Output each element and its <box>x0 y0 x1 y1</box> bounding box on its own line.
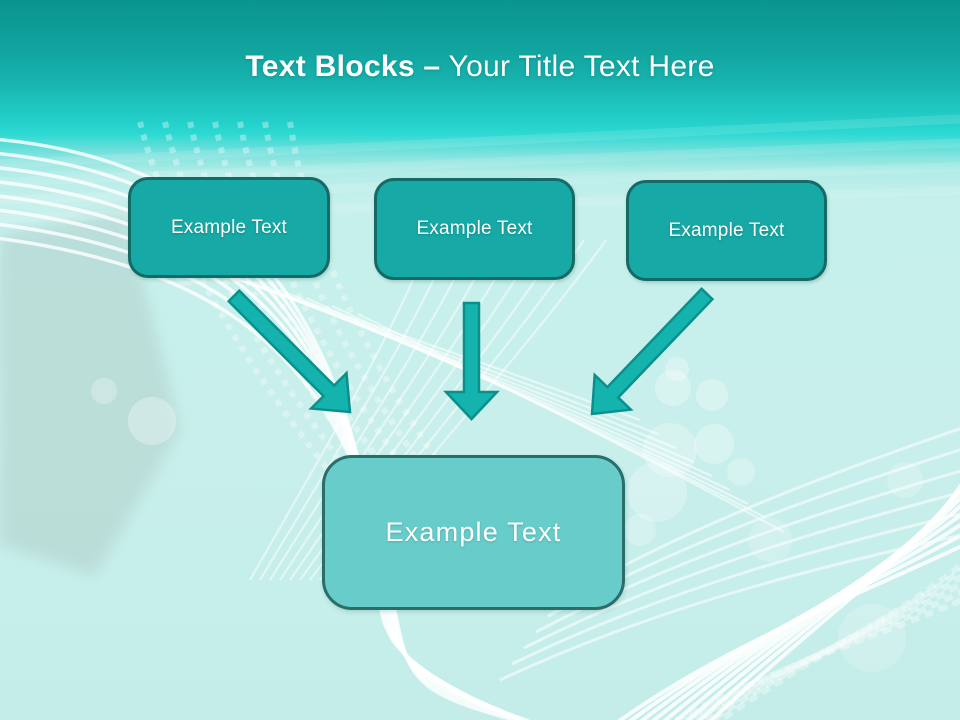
text-block-1-label: Example Text <box>170 216 288 238</box>
bubble-shape <box>655 370 691 406</box>
bubble-shape <box>627 462 687 522</box>
summary-text-block-label: Example Text <box>385 517 562 547</box>
text-block-1: Example Text <box>128 177 330 278</box>
summary-text-block: Example Text <box>322 455 625 610</box>
wave-line <box>685 489 960 720</box>
wave-line <box>357 313 785 533</box>
wave-line <box>511 512 960 666</box>
arrow-down-right-icon <box>226 288 352 414</box>
wave-line <box>279 239 497 581</box>
title-bold-segment: Text Blocks – <box>245 50 441 83</box>
bubble-shape <box>694 424 734 464</box>
wave-line <box>715 561 960 720</box>
bubble-shape <box>748 518 792 562</box>
bubble-shape <box>887 462 923 498</box>
arrow-down-icon <box>443 301 500 421</box>
wave-line <box>697 573 960 720</box>
text-block-3: Example Text <box>626 180 827 281</box>
wave-line <box>249 239 432 581</box>
text-block-3-label: Example Text <box>668 219 785 241</box>
bubble-shape <box>91 378 117 404</box>
wave-line <box>688 581 960 720</box>
bubble-shape <box>665 357 689 381</box>
wave-line <box>697 484 960 720</box>
bubble-shape <box>624 514 656 546</box>
bubble-shape <box>643 423 697 477</box>
wave-line <box>708 483 960 720</box>
bubble-shape <box>696 379 728 411</box>
background-shade-shape <box>0 210 180 575</box>
slide-title: Text Blocks – Your Title Text Here <box>0 50 960 84</box>
wave-line <box>137 121 343 487</box>
bubble-shape <box>727 458 755 486</box>
wave-line <box>679 589 960 720</box>
wave-line <box>523 491 960 650</box>
text-block-2-label: Example Text <box>416 218 533 239</box>
wave-line <box>706 567 960 720</box>
wave-line <box>259 239 454 581</box>
wave-line <box>262 121 438 487</box>
wave-line <box>162 121 362 487</box>
text-block-2: Example Text <box>374 178 575 280</box>
wave-line <box>670 597 960 720</box>
arrow-down-left-icon <box>590 287 715 416</box>
wave-line <box>287 121 457 487</box>
wave-line <box>0 114 960 169</box>
bubble-shape <box>128 397 176 445</box>
title-regular-segment: Your Title Text Here <box>448 50 715 83</box>
wave-line <box>269 239 475 581</box>
bubble-shape <box>838 604 906 672</box>
